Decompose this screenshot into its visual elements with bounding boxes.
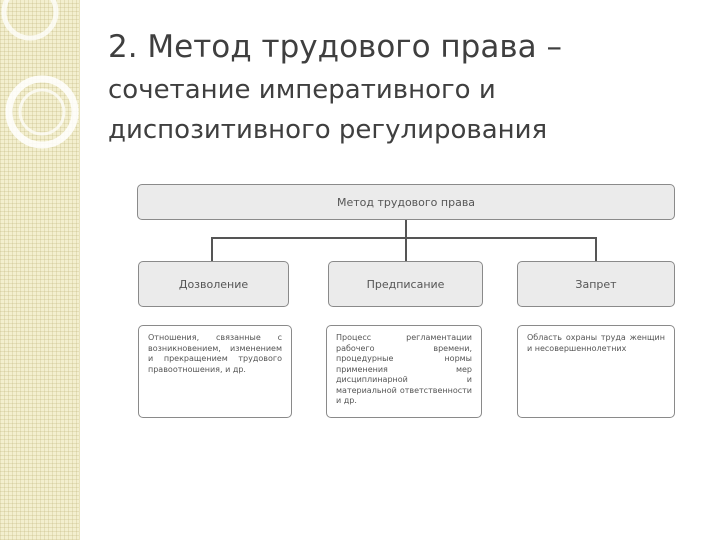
branch-description-permission: Отношения, связанные с возникновением, и… [138, 325, 292, 418]
connector-root-stem [405, 220, 407, 238]
branch-description-prohibition: Область охраны труда женщин и несовершен… [517, 325, 675, 418]
branch-box-permission: Дозволение [138, 261, 289, 307]
branch-box-prohibition: Запрет [517, 261, 675, 307]
decorative-circles [0, 0, 80, 200]
title-line-3: диспозитивного регулирования [108, 110, 708, 150]
connector-drop-1 [211, 237, 213, 261]
title-line-1: 2. Метод трудового права – [108, 24, 708, 70]
connector-drop-2 [405, 237, 407, 261]
root-label: Метод трудового права [337, 196, 475, 209]
connector-horizontal [211, 237, 597, 239]
connector-drop-3 [595, 237, 597, 261]
slide-title: 2. Метод трудового права – сочетание имп… [108, 24, 708, 150]
branch-box-prescription: Предписание [328, 261, 483, 307]
root-box: Метод трудового права [137, 184, 675, 220]
branch-description-prescription: Процесс регламентации рабочего времени, … [326, 325, 482, 418]
branch-label-prohibition: Запрет [575, 278, 616, 291]
title-line-2: сочетание императивного и [108, 70, 708, 110]
branch-label-permission: Дозволение [179, 278, 248, 291]
branch-label-prescription: Предписание [367, 278, 445, 291]
